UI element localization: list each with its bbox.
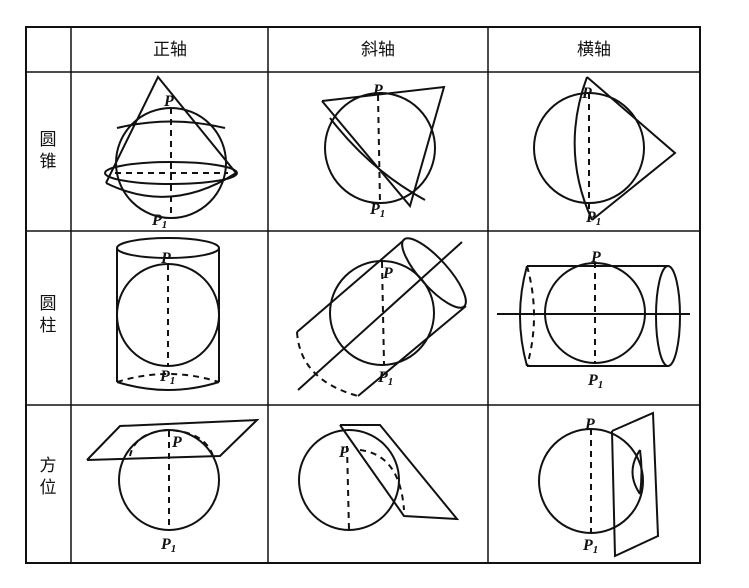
pole-label-south: P1: [369, 201, 385, 220]
figure-cylinder-transverse: [497, 262, 690, 367]
figure-cylinder-normal: [116, 237, 220, 391]
figure-cylinder-oblique: [296, 237, 467, 397]
row-header-azimuthal-2: 位: [40, 478, 57, 498]
pole-label-south: P1: [585, 209, 601, 228]
column-header-transverse: 横轴: [577, 40, 611, 60]
pole-label-north: P: [590, 249, 601, 266]
pole-label-north: P: [171, 434, 182, 451]
pole-label-north: P: [163, 93, 174, 110]
row-header-cylinder-1: 圆: [40, 294, 57, 314]
figure-cone-transverse: [533, 76, 677, 221]
pole-label-north: P: [382, 265, 393, 282]
pole-label-south: P1: [160, 536, 176, 555]
figure-azimuthal-oblique: [298, 424, 460, 531]
column-header-oblique: 斜轴: [361, 40, 395, 60]
figure-cone-oblique: [321, 85, 446, 209]
pole-label-south: P1: [587, 372, 603, 391]
figure-azimuthal-transverse: [538, 411, 660, 558]
row-header-cone-2: 锥: [40, 152, 57, 172]
pole-label-south: P1: [582, 537, 598, 556]
row-header-cone-1: 圆: [40, 130, 57, 150]
pole-label-south: P1: [377, 369, 393, 388]
row-header-azimuthal-1: 方: [40, 456, 57, 476]
pole-label-north: P: [372, 82, 383, 99]
column-header-normal: 正轴: [153, 40, 187, 60]
figure-cone-normal: [104, 75, 238, 219]
pole-label-north: P: [584, 416, 595, 433]
pole-label-south: P1: [151, 212, 167, 231]
row-header-cylinder-2: 柱: [40, 316, 57, 336]
pole-label-north: P: [581, 85, 592, 102]
pole-label-south: P1: [159, 368, 175, 387]
figure-azimuthal-normal: [86, 418, 260, 531]
pole-label-north: P: [160, 250, 171, 267]
pole-label-north: P: [338, 444, 349, 461]
table-grid: [25, 26, 701, 564]
